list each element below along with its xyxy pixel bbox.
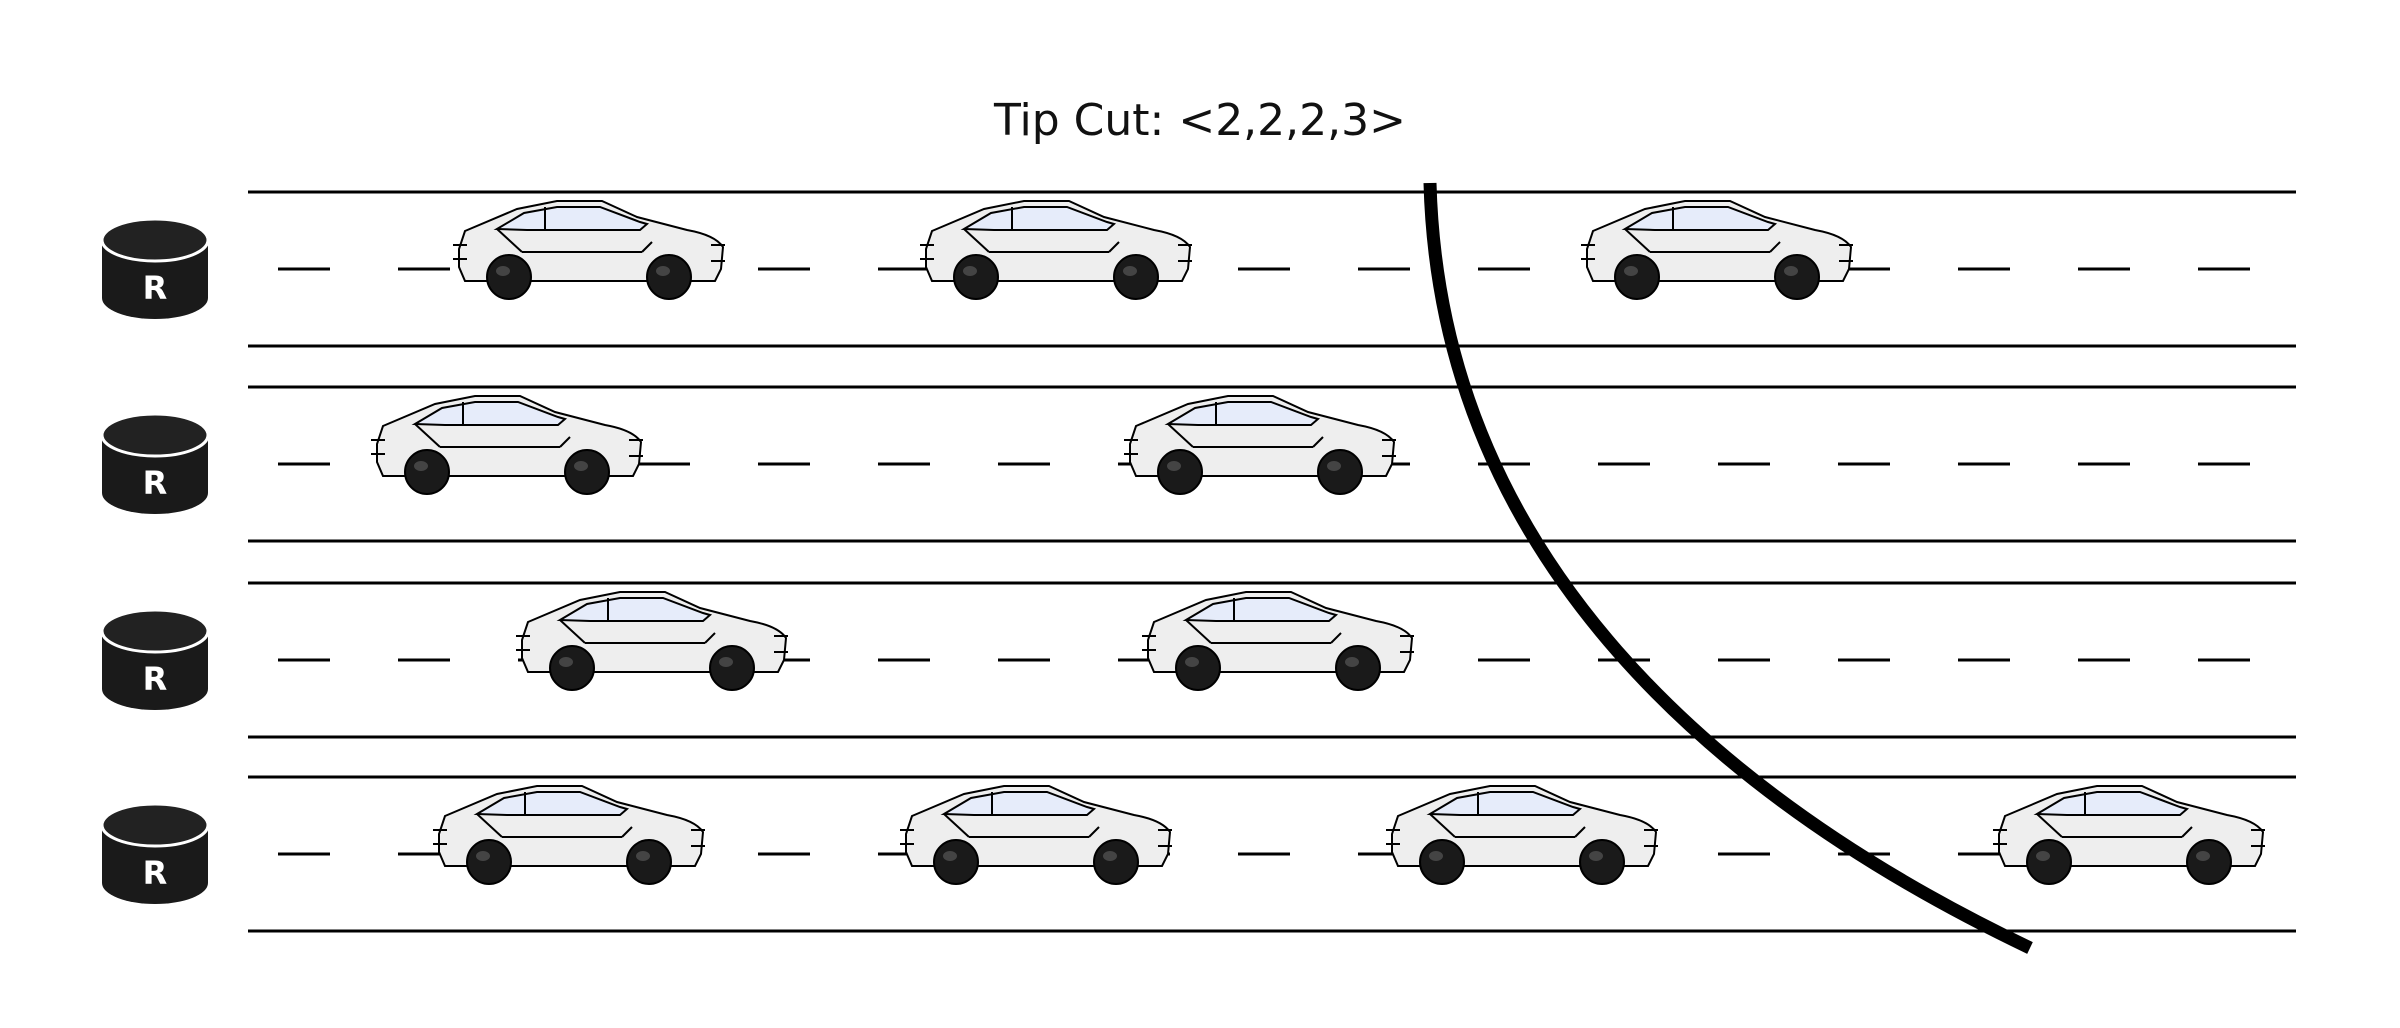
replica-label: R <box>143 854 168 892</box>
database-cylinder-icon: R <box>100 608 210 710</box>
car-icon <box>1142 591 1414 691</box>
replicas-layer: R R R R <box>100 217 210 904</box>
database-cylinder-icon: R <box>100 217 210 319</box>
car-icon <box>900 785 1172 885</box>
cars-layer <box>371 200 2265 885</box>
car-icon <box>1124 395 1396 495</box>
database-cylinder-icon: R <box>100 802 210 904</box>
car-icon <box>1386 785 1658 885</box>
lane <box>248 775 2296 933</box>
tip-cut-curve <box>1423 182 2033 954</box>
car-icon <box>371 395 643 495</box>
car-icon <box>1581 200 1853 300</box>
database-cylinder-icon: R <box>100 412 210 514</box>
car-icon <box>920 200 1192 300</box>
replica-label: R <box>143 660 168 698</box>
car-icon <box>1993 785 2265 885</box>
replica-label: R <box>143 464 168 502</box>
replica-label: R <box>143 269 168 307</box>
car-icon <box>433 785 705 885</box>
tip-cut-title: Tip Cut: <2,2,2,3> <box>993 95 1406 146</box>
lane <box>248 190 2296 348</box>
car-icon <box>453 200 725 300</box>
car-icon <box>516 591 788 691</box>
